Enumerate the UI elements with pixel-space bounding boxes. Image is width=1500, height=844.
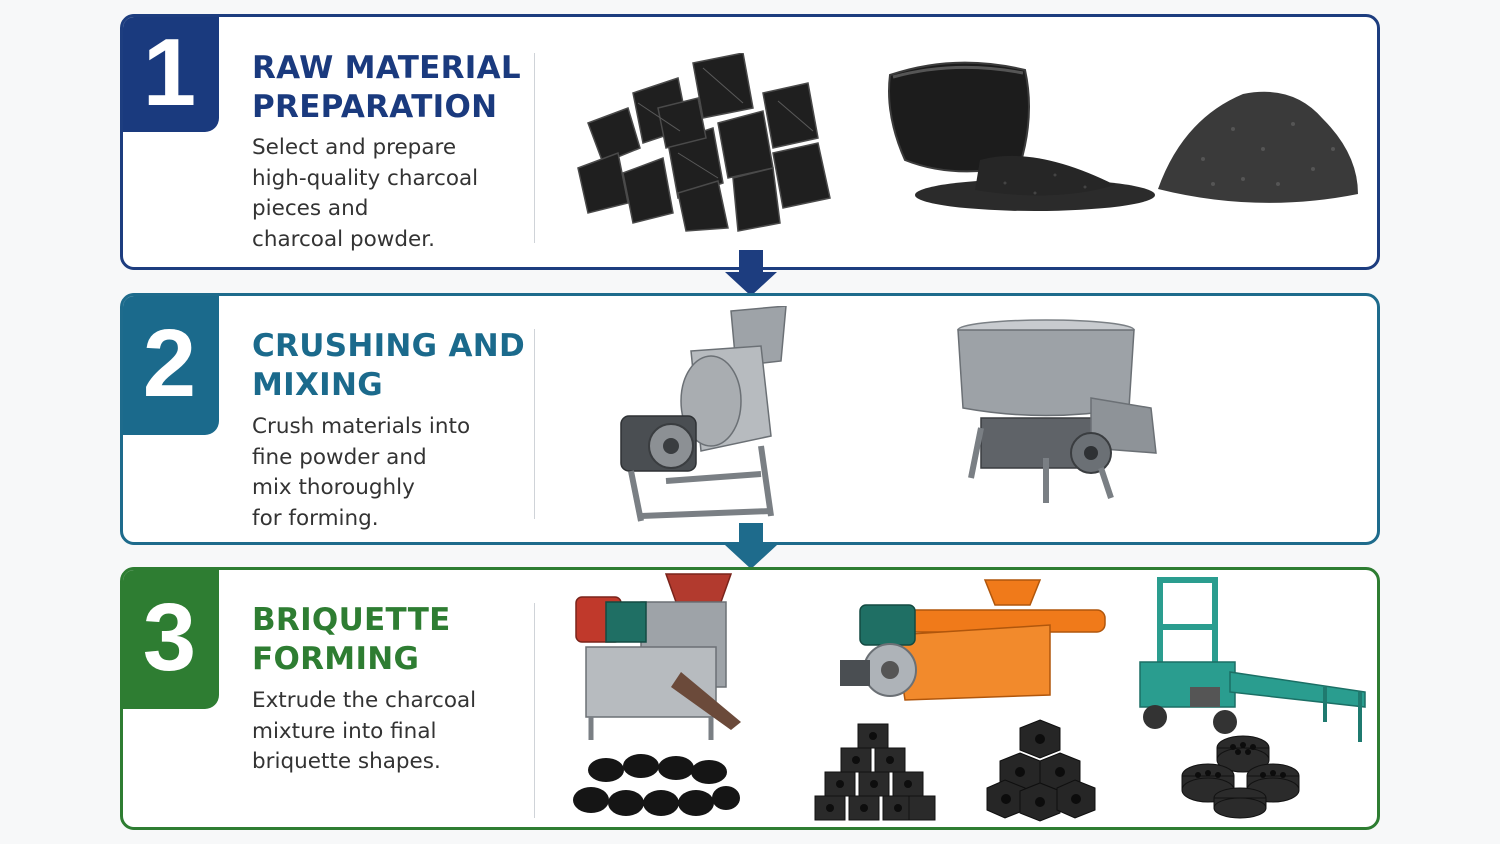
description-line: mixture into final xyxy=(252,718,437,744)
description-line: Extrude the charcoal xyxy=(252,688,477,713)
step-title: RAW MATERIAL PREPARATION xyxy=(252,49,521,127)
step-number-badge: 3 xyxy=(123,570,219,709)
description-line: Select and prepare xyxy=(252,135,457,160)
step-title-line1: CRUSHING AND xyxy=(252,328,526,364)
charcoal-powder-pile-icon xyxy=(1158,91,1358,203)
step-title: CRUSHING AND MIXING xyxy=(252,327,525,405)
charcoal-lumps-icon xyxy=(577,53,831,232)
mixer-machine-icon xyxy=(957,319,1157,503)
step-title-line2: MIXING xyxy=(252,367,384,403)
step-title-line1: BRIQUETTE xyxy=(252,602,451,638)
description-line: mix thoroughly xyxy=(252,475,415,500)
charcoal-powder-bag-icon xyxy=(888,61,1155,211)
step-title-line2: FORMING xyxy=(252,641,420,677)
honeycomb-press-machine-icon xyxy=(1139,577,1366,742)
step-2-panel: 2 CRUSHING AND MIXING Crush materials in… xyxy=(120,293,1380,545)
description-line: briquette shapes. xyxy=(252,749,441,774)
description-line: charcoal powder. xyxy=(252,226,435,252)
hexagonal-briquette-stack-icon xyxy=(986,719,1096,822)
pillow-briquettes-icon xyxy=(573,754,740,816)
ball-press-machine-icon xyxy=(575,573,741,740)
step-description: Extrude the charcoal mixture into final … xyxy=(252,686,512,778)
description-line: pieces and xyxy=(252,196,369,221)
description-line: Crush materials into xyxy=(252,414,471,439)
crusher-machine-icon xyxy=(620,306,787,522)
hexagonal-briquettes-icon xyxy=(814,723,936,821)
description-line: fine powder and xyxy=(252,444,427,470)
description-line: high-quality charcoal xyxy=(252,165,479,191)
step-number-badge: 1 xyxy=(123,17,219,132)
step-title-line1: RAW MATERIAL xyxy=(252,50,521,86)
step-title-line2: PREPARATION xyxy=(252,89,498,125)
step-number-badge: 2 xyxy=(123,296,219,435)
down-arrow-icon xyxy=(725,250,777,296)
description-line: for forming. xyxy=(252,505,379,531)
step-3-panel: 3 BRIQUETTE FORMING Extrude the charcoal… xyxy=(120,567,1380,830)
step-title: BRIQUETTE FORMING xyxy=(252,601,451,679)
divider xyxy=(534,329,535,519)
honeycomb-briquettes-icon xyxy=(1181,735,1300,819)
extruder-machine-icon xyxy=(840,579,1106,701)
step-description: Select and prepare high-quality charcoal… xyxy=(252,133,512,255)
step-description: Crush materials into fine powder and mix… xyxy=(252,412,512,534)
down-arrow-icon xyxy=(725,523,777,569)
divider xyxy=(534,53,535,243)
divider xyxy=(534,603,535,818)
step-1-panel: 1 RAW MATERIAL PREPARATION Select and pr… xyxy=(120,14,1380,270)
